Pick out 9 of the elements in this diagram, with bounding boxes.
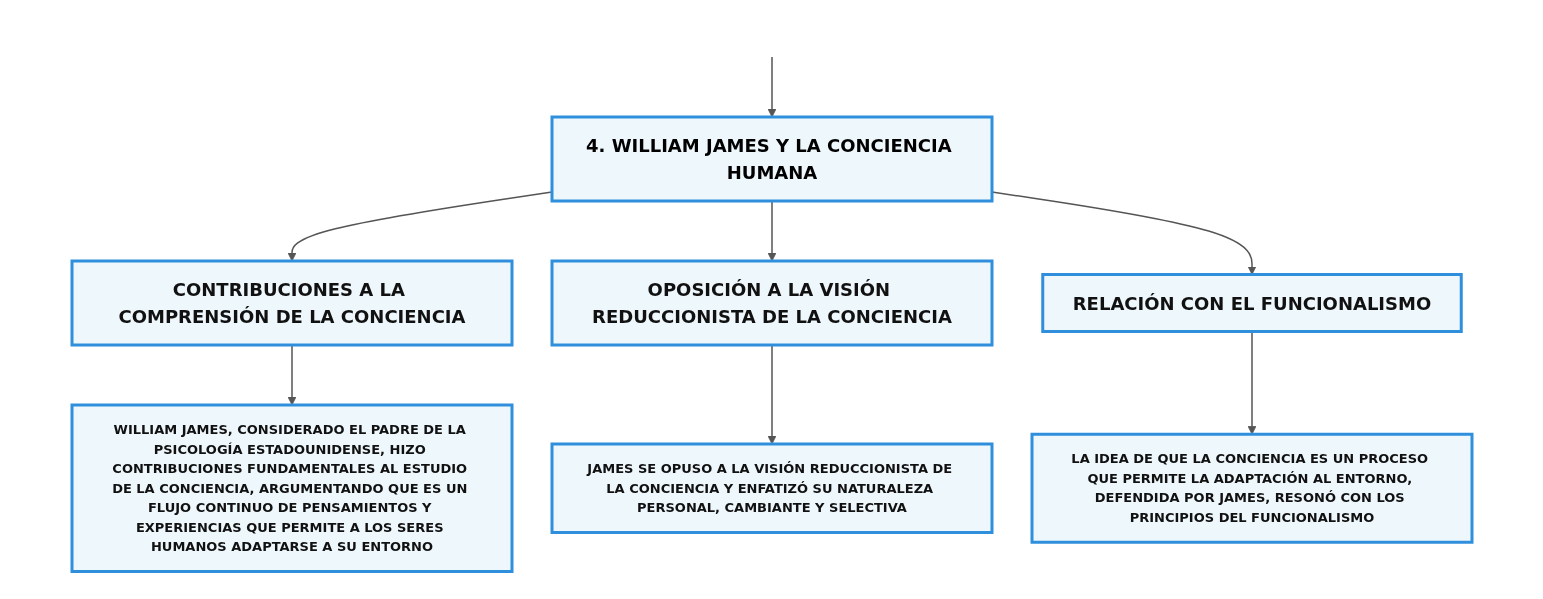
node-box: WILLIAM JAMES, CONSIDERADO EL PADRE DE LA PSICOLOGÍA ESTADOUNIDENSE, HIZO CONTRIBUCIONES FUNDAMENTALES AL ESTUDIO DE LA CONCIENCIA, ARGUMENTANDO QUE ES UN FLUJO CONTINUO DE PENSAMIENTOS Y EXPERIENCIAS QUE PERMITE A LOS SERES HUMANOS ADAPTARSE A SU ENTORNO [70,403,513,574]
node-box: OPOSICIÓN A LA VISIÓN REDUCCIONISTA DE LA CONCIENCIA [550,259,993,347]
node-box: JAMES SE OPUSO A LA VISIÓN REDUCCIONISTA DE LA CONCIENCIA Y ENFATIZÓ SU NATURALEZA PERSONAL, CAMBIANTE Y SELECTIVA [550,442,993,535]
node-box: 4. WILLIAM JAMES Y LA CONCIENCIA HUMANA [550,115,993,203]
arrow [1247,331,1256,435]
node-box: CONTRIBUCIONES A LA COMPRENSIÓN DE LA CONCIENCIA [70,259,513,347]
arrow [767,56,776,118]
node-box: LA IDEA DE QUE LA CONCIENCIA ES UN PROCESO QUE PERMITE LA ADAPTACIÓN AL ENTORNO, DEFENDIDA POR JAMES, RESONÓ CON LOS PRINCIPIOS DEL FUNCIONALISMO [1030,433,1473,544]
node-box: RELACIÓN CON EL FUNCIONALISMO [1040,273,1463,334]
